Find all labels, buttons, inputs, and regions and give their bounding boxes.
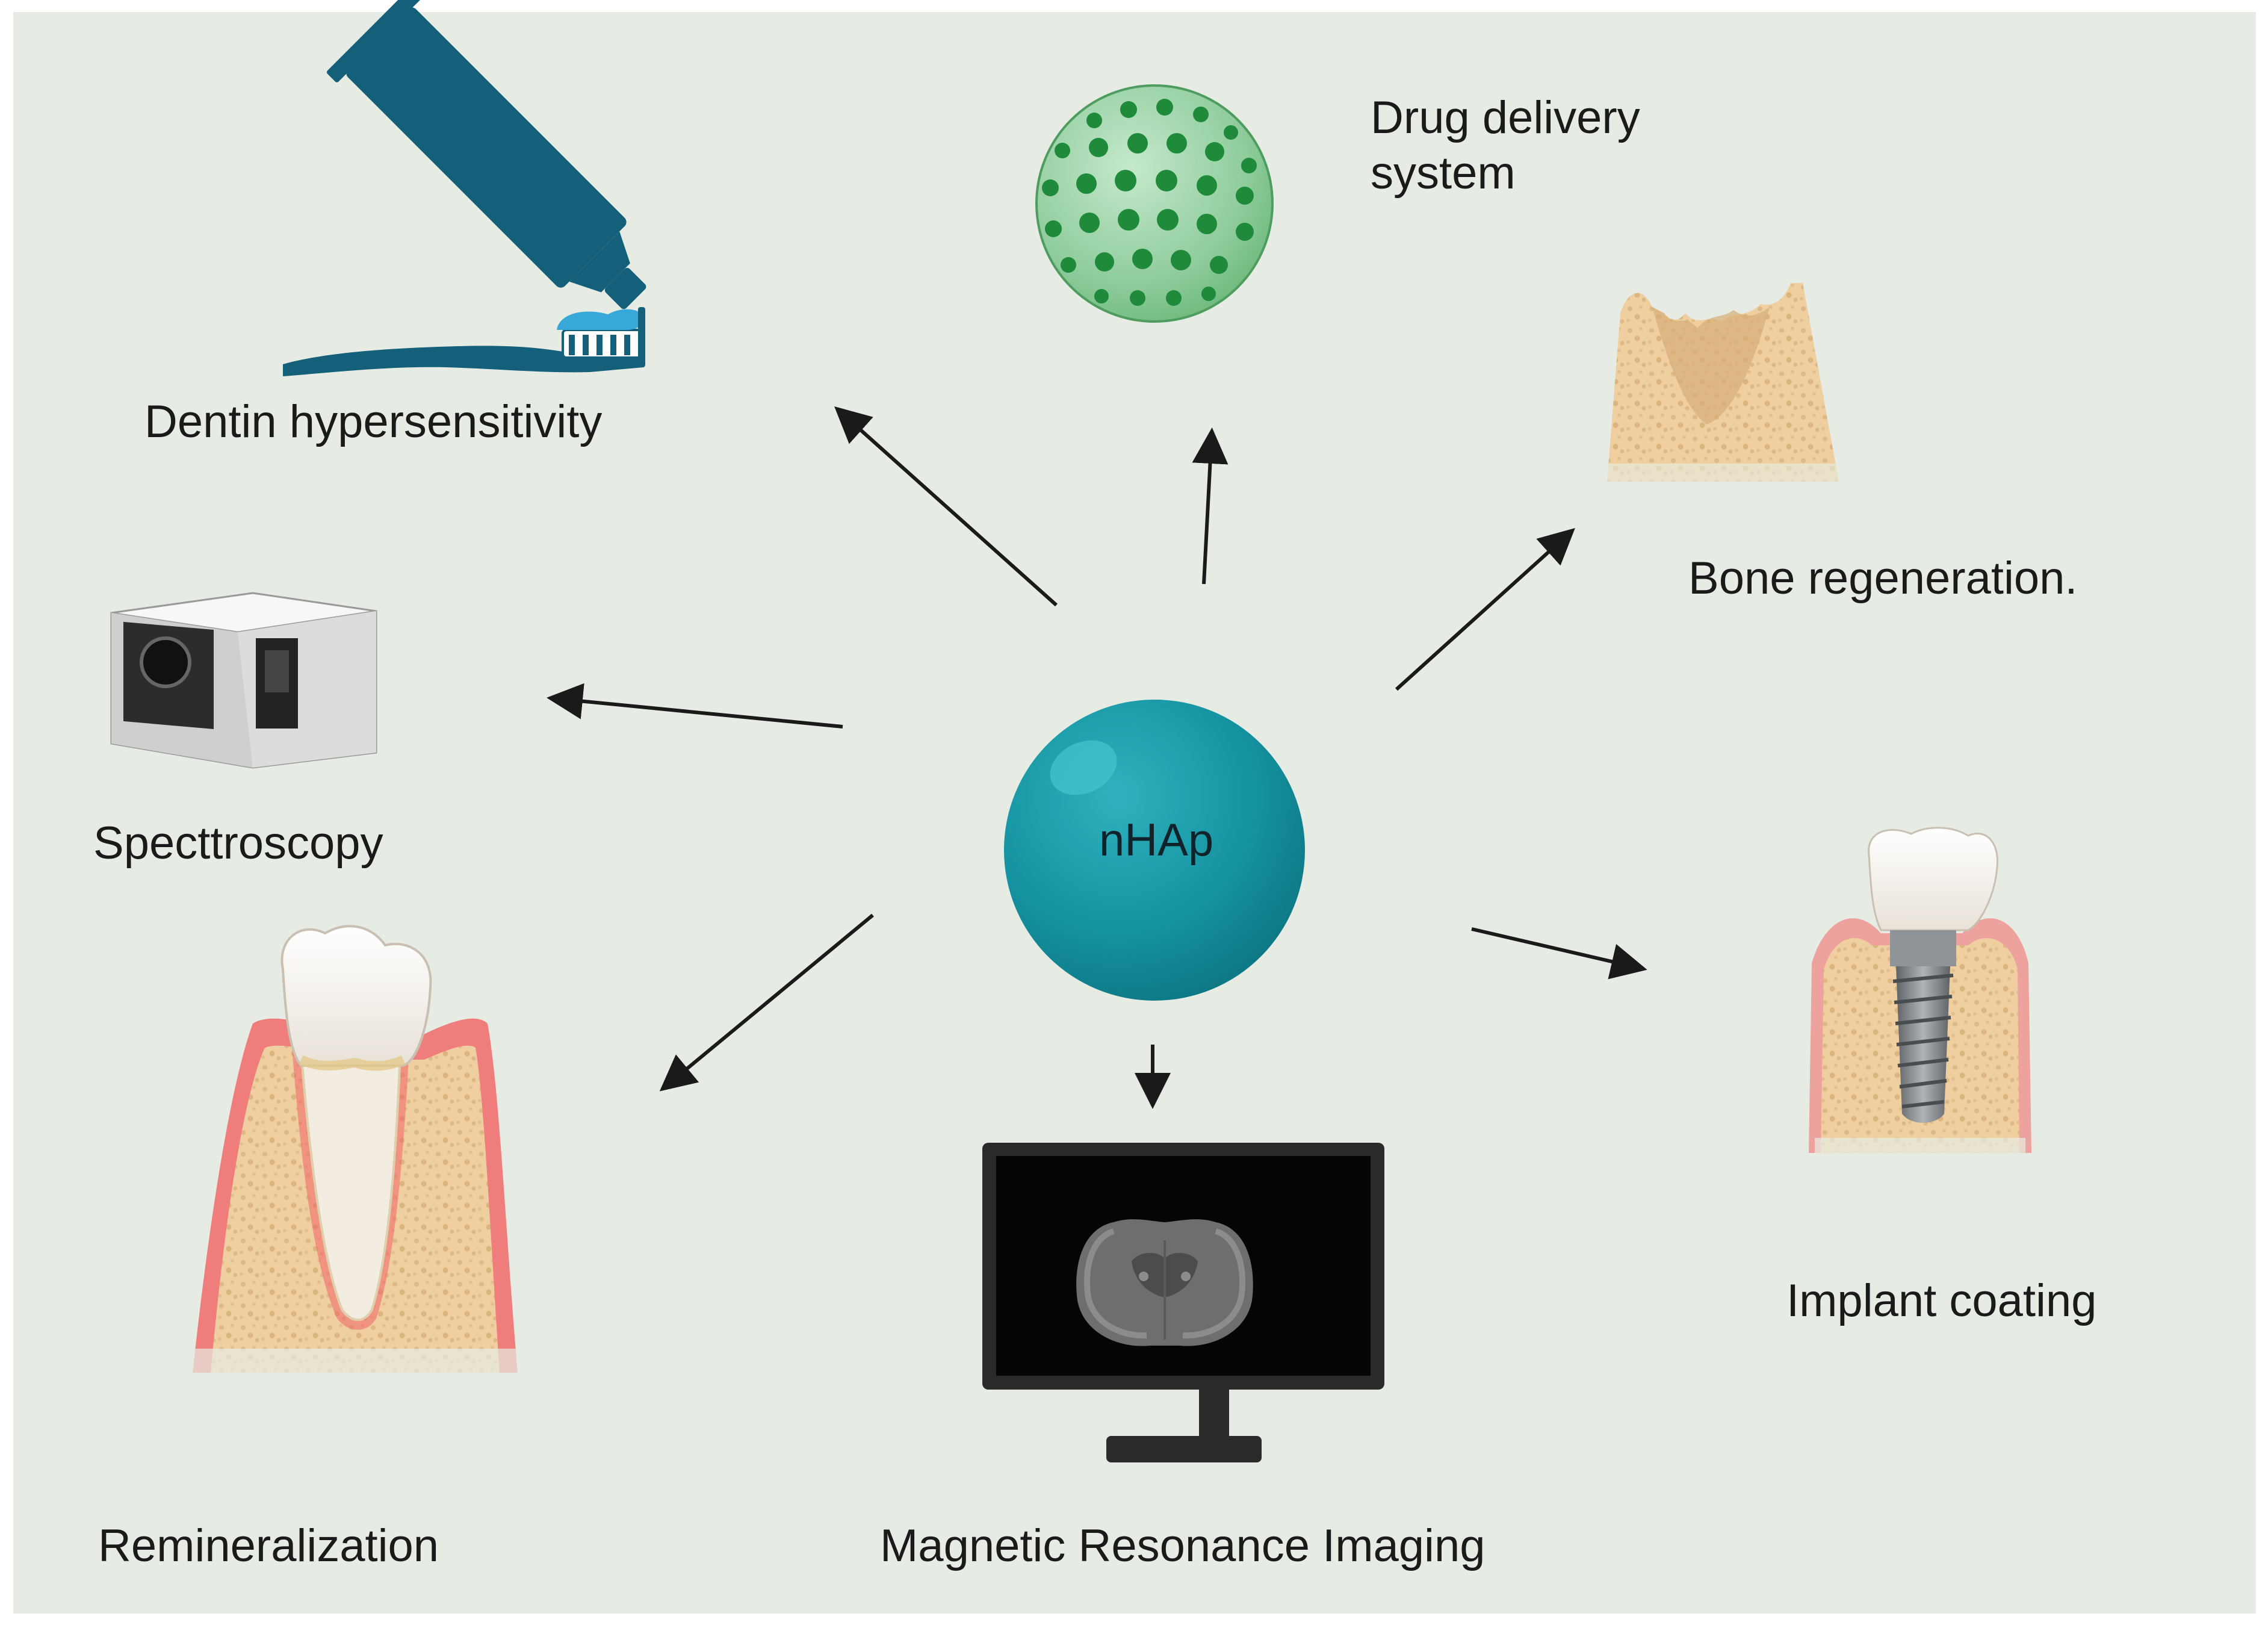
spectrometer-icon <box>110 592 377 769</box>
dentin-label: Dentin hypersensitivity <box>144 396 603 447</box>
tooth-icon <box>187 925 524 1379</box>
implant-label: Implant coating <box>1786 1275 2097 1326</box>
dental-implant-icon <box>1809 827 2031 1162</box>
arrow-to-drug <box>1192 427 1228 585</box>
remin-label: Remineralization <box>98 1520 439 1571</box>
bone-defect-icon <box>1601 283 1848 488</box>
arrow-to-implant <box>1471 927 1647 980</box>
spectro-label: Specttroscopy <box>93 818 383 869</box>
center-sphere <box>1004 700 1305 1001</box>
nanoparticle-sphere-icon <box>1035 84 1274 323</box>
center-label: nHAp <box>1099 815 1214 866</box>
mri-monitor-icon <box>982 1143 1384 1462</box>
mri-label: Magnetic Resonance Imaging <box>880 1520 1486 1571</box>
arrow-to-remin <box>659 913 874 1092</box>
arrows <box>547 406 1647 1109</box>
arrow-to-spectro <box>547 683 843 729</box>
arrow-to-dentin <box>834 406 1058 607</box>
arrow-to-bone <box>1395 527 1575 691</box>
toothpaste-toothbrush-icon <box>283 0 646 376</box>
brain-scan <box>1076 1219 1253 1346</box>
drug-label-line2: system <box>1371 148 1516 199</box>
bone-label: Bone regeneration. <box>1688 553 2078 604</box>
drug-label-line1: Drug delivery <box>1371 92 1640 143</box>
